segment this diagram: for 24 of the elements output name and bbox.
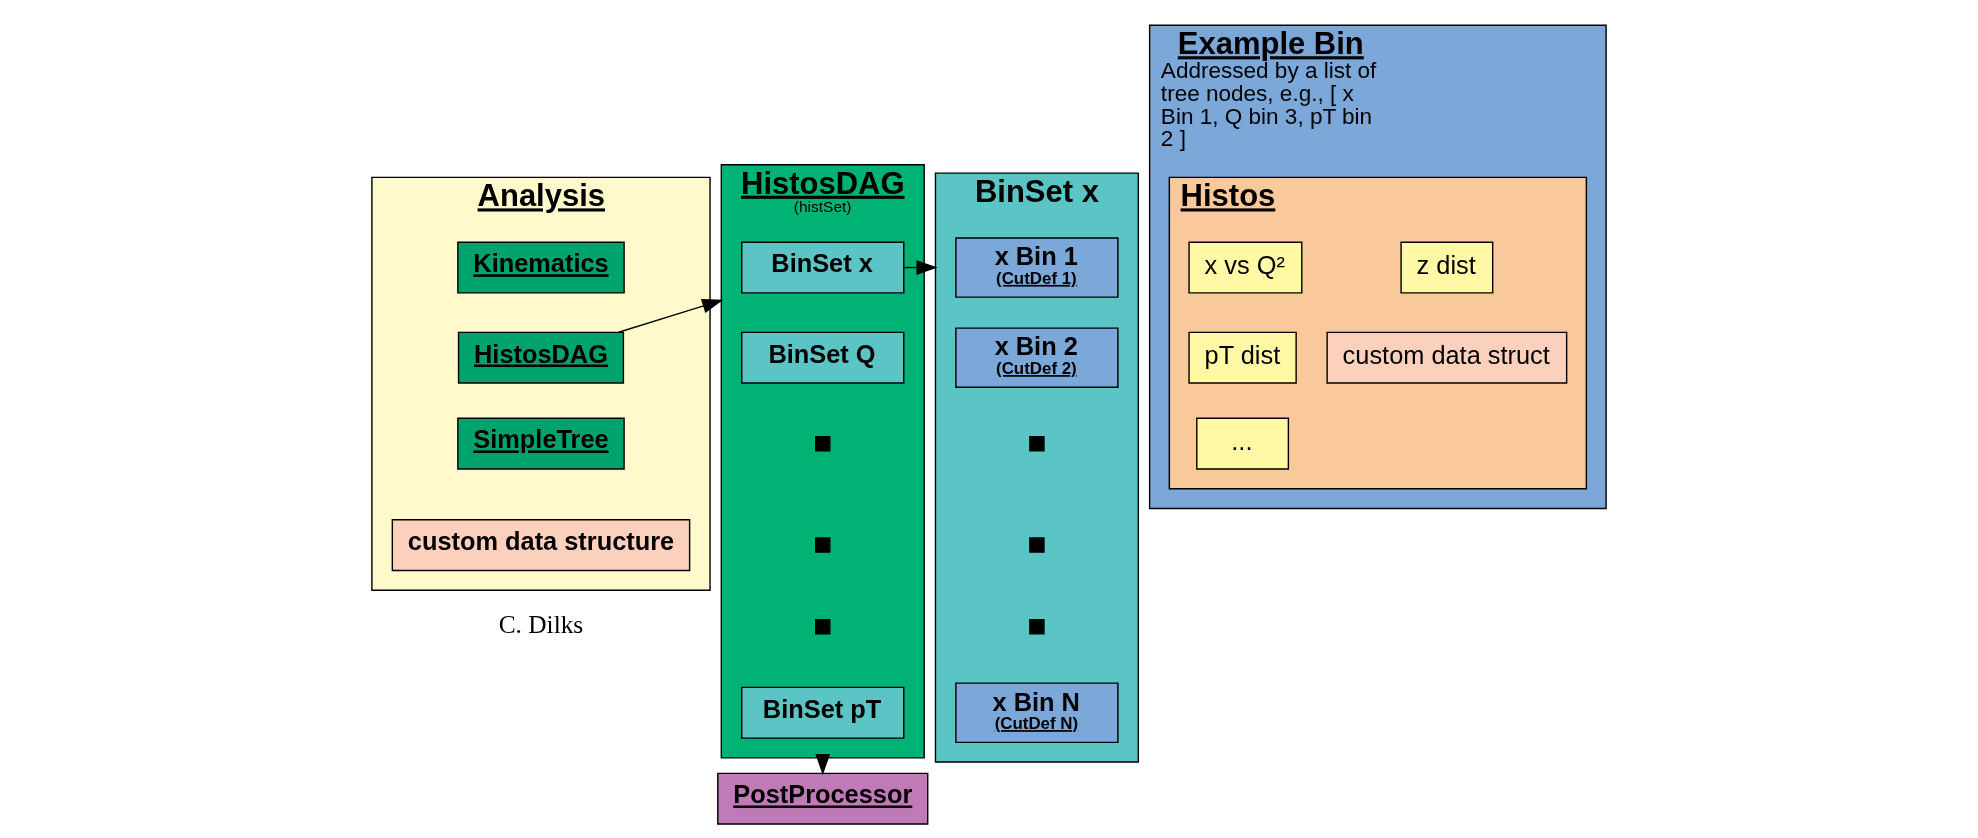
arrow: [617, 298, 724, 333]
node-box: BinSet x: [741, 241, 905, 294]
node-box: x Bin N (CutDef N): [955, 682, 1119, 744]
node-box: [1029, 619, 1045, 635]
node-box: Kinematics: [457, 241, 625, 294]
node-box: custom data struct: [1326, 331, 1568, 384]
node-box: [815, 435, 831, 452]
node-box: x Bin 1 (CutDef 1): [955, 237, 1119, 298]
node-box: [815, 619, 831, 635]
node-box: SimpleTree: [457, 417, 625, 470]
node-box: PostProcessor: [717, 772, 929, 825]
node-box: [815, 537, 831, 553]
label: C. Dilks: [498, 610, 584, 639]
node-box: z dist: [1400, 241, 1494, 294]
node-box: x vs Q²: [1188, 241, 1303, 294]
node-box: BinSet pT: [741, 686, 905, 739]
node-box: x Bin 2 (CutDef 2): [955, 327, 1119, 388]
node-box: custom data structure: [391, 519, 691, 572]
node-box: HistosDAG: [457, 331, 625, 384]
node-box: [1029, 537, 1045, 553]
node-box: ...: [1196, 417, 1290, 470]
node-box: pT dist: [1188, 331, 1297, 384]
node-box: [1029, 435, 1045, 452]
node-box: BinSet Q: [741, 331, 905, 384]
